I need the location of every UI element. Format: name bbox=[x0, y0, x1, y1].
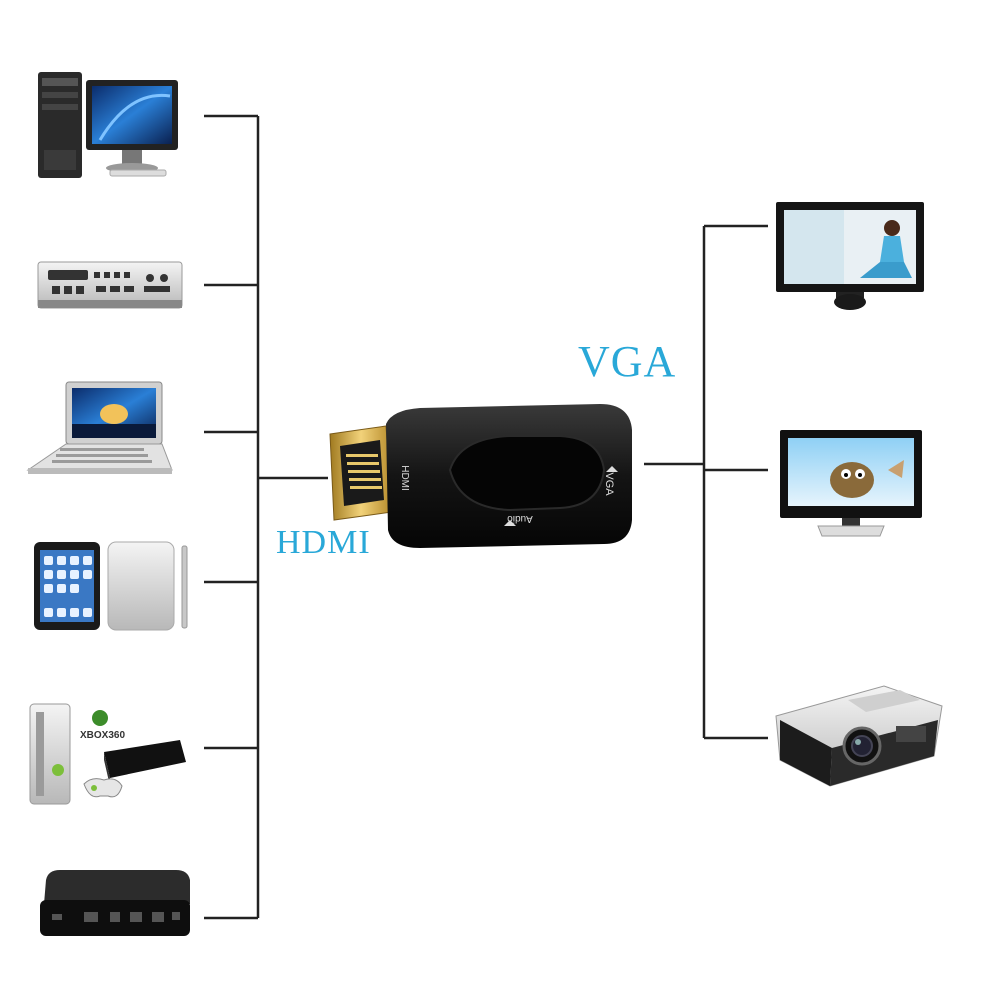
desktop-computer-icon bbox=[38, 72, 178, 178]
hdmi-label: HDMI bbox=[276, 524, 371, 561]
adapter-hdmi-text: HDMI bbox=[399, 465, 410, 491]
tablet-icon bbox=[34, 541, 188, 631]
apple-tv-icon bbox=[40, 870, 190, 936]
laptop-icon bbox=[26, 381, 173, 474]
adapter-vga-text: VGA bbox=[603, 472, 615, 496]
projector-icon bbox=[775, 685, 943, 787]
lcd-tv-icon bbox=[780, 430, 922, 537]
display-connector-lines bbox=[644, 224, 768, 740]
hdmi-plug bbox=[329, 425, 393, 521]
adapter-audio-text: Audio bbox=[507, 513, 533, 524]
set-top-box-icon bbox=[37, 261, 183, 309]
xbox-360-icon: XBOX360 bbox=[29, 703, 186, 805]
xbox-logo-text: XBOX360 bbox=[80, 730, 125, 741]
hdmi-vga-adapter: HDMI VGA Audio bbox=[329, 404, 632, 548]
monitor-icon bbox=[776, 202, 924, 310]
source-connector-lines bbox=[204, 114, 328, 920]
vga-label: VGA bbox=[578, 337, 677, 386]
